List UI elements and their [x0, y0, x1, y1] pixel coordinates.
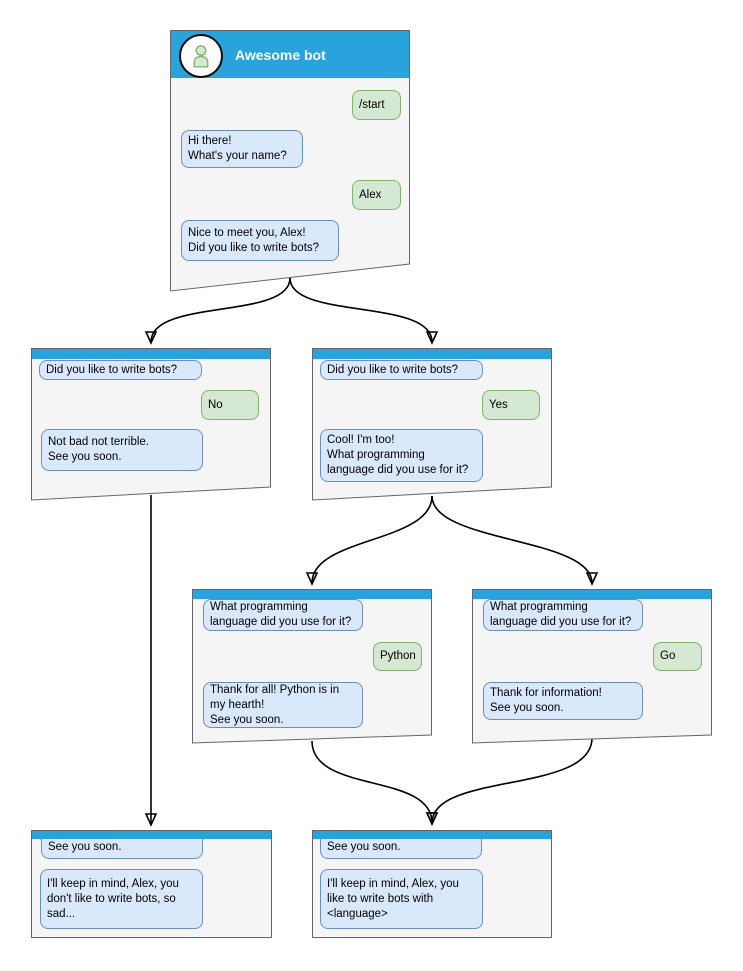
- edge-yes-to-go[interactable]: [431, 495, 599, 586]
- message-bubble-user[interactable]: Go: [653, 642, 702, 671]
- message-bubble-bot[interactable]: Not bad not terrible. See you soon.: [41, 429, 203, 471]
- window-titlebar: [313, 831, 551, 839]
- node-lang-go[interactable]: What programming language did you use fo…: [472, 589, 712, 744]
- window-titlebar: Awesome bot: [171, 31, 409, 78]
- message-bubble-bot[interactable]: See you soon.: [41, 836, 203, 859]
- edge-root-to-yes[interactable]: [289, 277, 439, 345]
- message-bubble-bot[interactable]: I'll keep in mind, Alex, you like to wri…: [320, 869, 483, 929]
- edge-root-to-no[interactable]: [144, 277, 291, 345]
- edge-python-to-end[interactable]: [311, 740, 439, 826]
- message-bubble-bot[interactable]: See you soon.: [320, 836, 482, 859]
- node-branch-yes[interactable]: Did you like to write bots? Yes Cool! I'…: [312, 348, 552, 501]
- message-bubble-bot[interactable]: I'll keep in mind, Alex, you don't like …: [40, 869, 203, 929]
- message-bubble-user[interactable]: No: [201, 390, 259, 420]
- message-bubble-bot[interactable]: Hi there! What's your name?: [181, 130, 303, 168]
- user-avatar-icon: [193, 44, 209, 67]
- node-awesome-bot-window[interactable]: Awesome bot /start Hi there! What's your…: [170, 30, 410, 292]
- window-titlebar: [313, 349, 551, 359]
- message-bubble-bot[interactable]: Cool! I'm too! What programming language…: [320, 429, 483, 482]
- node-end-lang[interactable]: See you soon. I'll keep in mind, Alex, y…: [312, 830, 552, 938]
- bot-avatar: [179, 33, 223, 78]
- message-bubble-bot[interactable]: What programming language did you use fo…: [483, 599, 643, 631]
- window-titlebar: [32, 831, 271, 839]
- message-bubble-user[interactable]: /start: [352, 90, 401, 120]
- message-bubble-user[interactable]: Alex: [352, 180, 401, 210]
- edge-go-to-end[interactable]: [425, 737, 593, 826]
- window-titlebar: [193, 590, 431, 599]
- message-bubble-bot[interactable]: Did you like to write bots?: [320, 360, 483, 380]
- message-bubble-bot[interactable]: Thank for all! Python is in my hearth! S…: [203, 682, 363, 728]
- message-bubble-bot[interactable]: Nice to meet you, Alex! Did you like to …: [181, 220, 339, 261]
- node-end-no[interactable]: See you soon. I'll keep in mind, Alex, y…: [31, 830, 272, 938]
- edge-yes-to-python[interactable]: [305, 495, 433, 586]
- window-titlebar: [473, 590, 711, 599]
- bot-name-title: Awesome bot: [235, 46, 326, 63]
- node-branch-no[interactable]: Did you like to write bots? No Not bad n…: [31, 348, 271, 501]
- window-titlebar: [32, 349, 270, 359]
- message-bubble-bot[interactable]: Thank for information! See you soon.: [483, 682, 643, 720]
- message-bubble-bot[interactable]: What programming language did you use fo…: [203, 599, 363, 631]
- message-bubble-bot[interactable]: Did you like to write bots?: [39, 360, 202, 380]
- node-lang-python[interactable]: What programming language did you use fo…: [192, 589, 432, 744]
- message-bubble-user[interactable]: Yes: [482, 390, 540, 420]
- message-bubble-user[interactable]: Python: [373, 642, 422, 671]
